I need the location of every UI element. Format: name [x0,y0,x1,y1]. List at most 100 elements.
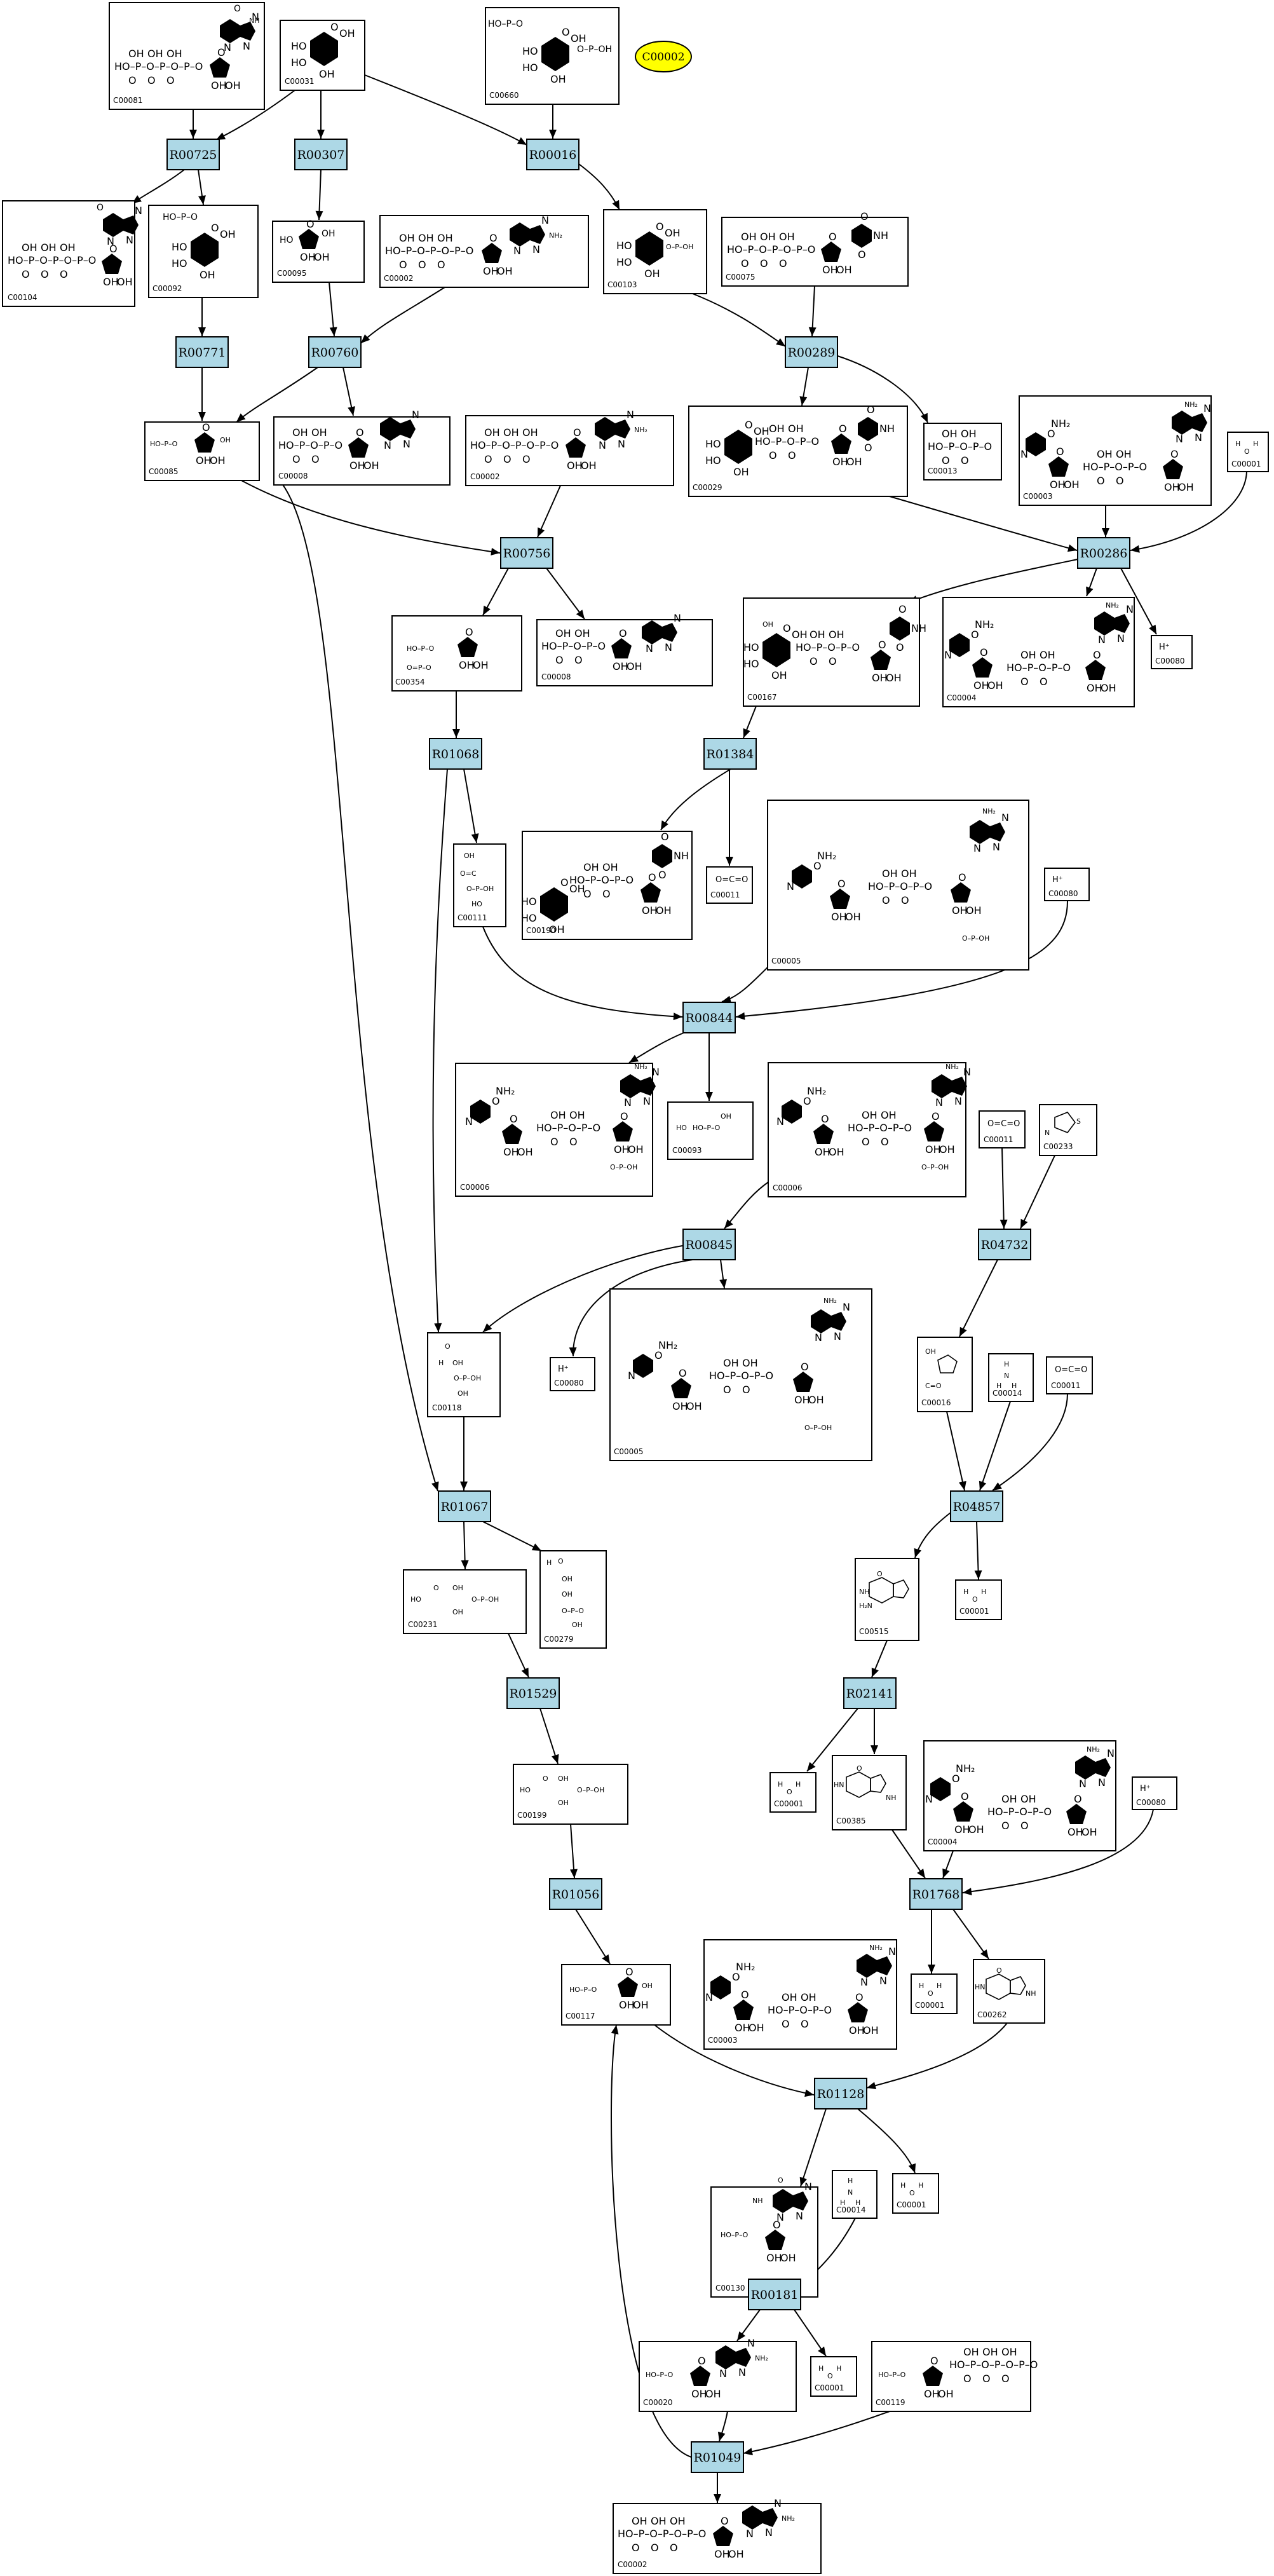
compound-n46[interactable]: H⁺ C00080 [1132,1776,1177,1810]
reaction-R3[interactable]: R00016 [526,139,579,170]
reaction-R10[interactable]: R01384 [703,738,757,770]
compound-n42[interactable]: HOH C00001 [769,1772,817,1813]
svg-text:O–P–OH: O–P–OH [921,1163,949,1171]
reaction-R17[interactable]: R02141 [843,1677,897,1709]
compound-n52[interactable]: H N H H C00014 [832,2170,878,2219]
reaction-R15[interactable]: R04857 [950,1490,1003,1522]
compound-n8[interactable]: O–P–OH C00103 [603,209,707,294]
reaction-R18[interactable]: R01056 [549,1878,602,1910]
compound-n4[interactable]: O C00104 [2,200,142,307]
svg-text:H: H [996,1382,1001,1390]
compound-n2[interactable]: C00031 [280,20,365,91]
compound-id: C00008 [541,672,571,681]
compound-n34[interactable]: NH₂ O–P–OH C00005 [609,1288,872,1461]
svg-text:H: H [981,1588,986,1596]
arrow-head [576,610,585,619]
reaction-R7[interactable]: R00756 [500,537,553,569]
reaction-R21[interactable]: R00181 [748,2279,801,2310]
compound-n50[interactable]: O HN NH C00262 [973,1959,1045,2024]
compound-n56[interactable]: HO–P–O C00119 [871,2341,1038,2412]
compound-n17[interactable]: HO–P–O O=P–O C00354 [391,615,522,692]
compound-n30[interactable]: O=C=O C00011 [979,1110,1026,1148]
compound-n21[interactable]: H⁺ C00080 [1151,635,1193,669]
compound-n14[interactable]: C00013 [923,423,1002,480]
reaction-R19[interactable]: R01768 [909,1878,963,1910]
reaction-R11[interactable]: R00844 [682,1002,736,1033]
compound-n13[interactable]: C00029 [688,404,908,497]
compound-n32[interactable]: O H OH O–P–OH OH C00118 [427,1332,501,1417]
proton-label: H⁺ [1052,875,1063,885]
compound-id: C00103 [607,280,637,289]
compound-n26[interactable]: H⁺ C00080 [1044,868,1090,901]
compound-n28[interactable]: HO HO–P–O OH C00093 [667,1101,754,1160]
compound-n36[interactable]: H N H H C00014 [988,1353,1034,1402]
reaction-R9[interactable]: R01068 [429,738,482,770]
compound-n22[interactable]: OH O=C O–P–OH HO C00111 [453,843,506,927]
compound-id: C00001 [959,1607,989,1616]
reaction-R13[interactable]: R04732 [978,1229,1031,1260]
compound-n19[interactable]: OH C00167 [743,597,926,707]
arrow-head [993,1482,1002,1490]
compound-n49[interactable]: HOH C00001 [911,1973,958,2014]
reaction-R16[interactable]: R01529 [506,1677,560,1709]
compound-n31[interactable]: N S C00233 [1039,1104,1097,1156]
reaction-R1[interactable]: R00725 [166,139,220,170]
compound-n45[interactable]: NH₂ C00004 [923,1740,1116,1851]
compound-n6[interactable]: HO OH C00095 [272,218,365,283]
arrow-head [612,200,620,210]
compound-n35[interactable]: OH C=O C00016 [917,1337,973,1412]
reaction-id: R00725 [170,148,217,162]
compound-n18[interactable]: C00008 [536,612,713,686]
compound-n53[interactable]: HOH C00001 [892,2173,939,2214]
compound-n44[interactable]: O HN NH C00385 [832,1755,907,1830]
compound-n10[interactable]: HO–P–O OH C00085 [144,421,260,481]
reaction-R20[interactable]: R01128 [814,2078,867,2109]
svg-text:OH: OH [721,1112,731,1121]
arrow-head [569,1347,577,1356]
compound-n27[interactable]: NH₂ O–P–OH C00006 [455,1063,660,1197]
compound-n20[interactable]: NH₂ C00004 [942,597,1135,707]
compound-n47[interactable]: HO–P–O OH C00117 [561,1964,671,2026]
compound-n16[interactable]: HOH C00001 [1227,432,1269,472]
reaction-R14[interactable]: R01067 [438,1490,491,1522]
compound-n3[interactable]: HO–P–O O–P–OH C00660 [485,7,620,105]
compound-n39[interactable]: H O OH OH O–P–O OH C00279 [539,1550,607,1649]
compound-n33[interactable]: H⁺ C00080 [550,1357,595,1391]
compound-n9[interactable]: C00075 [721,210,909,287]
reaction-R8[interactable]: R00286 [1077,537,1130,569]
svg-text:OH: OH [457,1389,468,1398]
compound-n5[interactable]: HO–P–O C00092 [148,205,259,298]
arrow-head [1000,1219,1008,1229]
compound-n23[interactable]: C00190 [521,831,693,940]
reaction-R12[interactable]: R00845 [682,1229,736,1260]
reaction-R5[interactable]: R00760 [308,336,362,368]
compound-n11[interactable]: C00008 [273,409,451,486]
compound-n1[interactable]: O NH C00081 [109,2,265,110]
compound-n24[interactable]: O=C=O C00011 [706,866,753,904]
compound-n54[interactable]: HO–P–O NH₂ C00020 [639,2337,797,2412]
svg-text:H: H [937,1982,942,1990]
compound-n55[interactable]: HOH C00001 [810,2356,857,2397]
compound-n29[interactable]: NH₂ O–P–OH C00006 [768,1062,971,1197]
compound-id: C00130 [715,2284,745,2293]
compound-n25[interactable]: NH₂ O–P–OH C00005 [767,800,1029,971]
compound-n40[interactable]: O NH H₂N C00515 [855,1558,919,1641]
compound-n41[interactable]: HOH C00001 [955,1579,1002,1620]
compound-n38[interactable]: HO O OH O–P–OH OH C00231 [403,1569,527,1634]
reaction-R6[interactable]: R00289 [785,336,838,368]
compound-n15[interactable]: NH₂ C00003 [1019,395,1212,506]
compound-n12[interactable]: NH₂ C00002 [465,409,674,486]
arrow-head [198,195,206,205]
svg-text:O: O [996,1966,1002,1975]
highlighted-compound[interactable]: C00002 [635,41,692,72]
reaction-R22[interactable]: R01049 [691,2441,744,2473]
compound-n37[interactable]: O=C=O C00011 [1046,1356,1093,1394]
reaction-R4[interactable]: R00771 [175,336,229,368]
compound-n48[interactable]: NH₂ C00003 [703,1939,897,2050]
compound-n43[interactable]: HO O OH O–P–OH OH C00199 [513,1764,628,1825]
arrow-head [1067,544,1077,552]
compound-n57[interactable]: NH₂ C00002 [613,2497,822,2574]
compound-n7[interactable]: NH₂ C00002 [379,214,589,288]
reaction-R2[interactable]: R00307 [294,139,348,170]
